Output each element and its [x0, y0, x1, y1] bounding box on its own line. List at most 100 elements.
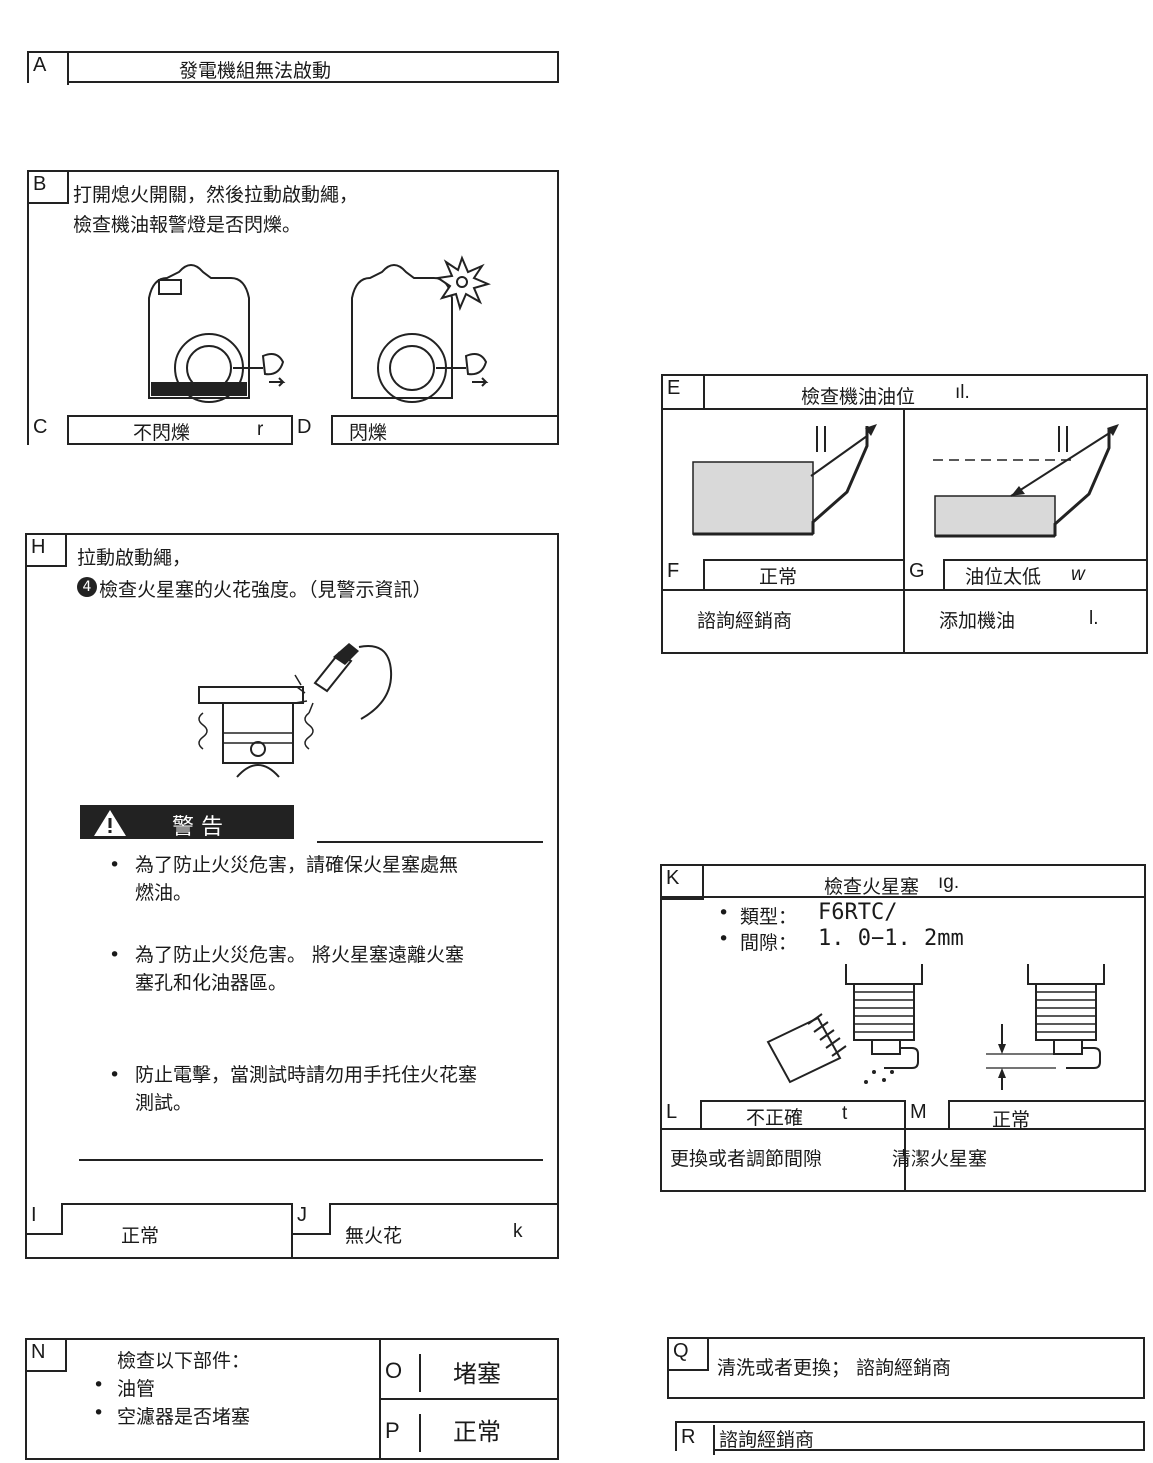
box-f: F 正常 — [663, 559, 903, 591]
spec2-value: 1. 0−1. 2mm — [818, 926, 964, 951]
oil-gauge-icon — [933, 424, 1119, 538]
warning-2-line2: 塞孔和化油器區。 — [135, 972, 288, 994]
label-p: P — [381, 1414, 421, 1452]
divider — [662, 1128, 1144, 1130]
box-c-text: 不閃爍 — [133, 422, 191, 444]
warning-2-line1: 為了防止火災危害。 將火星塞遠離火塞 — [135, 944, 465, 966]
box-p: P 正常 — [381, 1400, 557, 1458]
box-g-stray: w — [1071, 564, 1085, 585]
box-h: H 拉動啟動繩， 4 檢查火星塞的火花強度。（見警示資訊） 警 告 • 為了防止… — [25, 533, 559, 1259]
list-item: • 為了防止火災危害，請確保火星塞處無 燃油。 — [109, 851, 459, 907]
label-r: R — [677, 1425, 715, 1455]
warning-3-line2: 測試。 — [135, 1092, 193, 1114]
list-item: • 防止電擊，當測試時請勿用手托住火花塞 測試。 — [109, 1061, 478, 1117]
box-i-text: 正常 — [121, 1225, 160, 1247]
divider — [662, 896, 1144, 898]
divider — [663, 589, 1146, 591]
label-g: G — [905, 559, 945, 591]
spark-plug-icon — [986, 964, 1105, 1090]
label-a: A — [29, 53, 69, 85]
box-e-text: 檢查機油油位 — [801, 386, 916, 408]
warning-title: 警 告 — [172, 815, 223, 840]
spec2-label: 間隙： — [740, 932, 798, 954]
warning-1-line2: 燃油。 — [135, 882, 193, 904]
generator-icon — [148, 264, 286, 403]
label-d: D — [293, 415, 333, 445]
box-b-line2: 檢查機油報警燈是否閃爍。 — [73, 214, 302, 236]
warning-icon — [94, 810, 126, 836]
divider — [903, 408, 905, 652]
box-k: K 檢查火星塞 ıg. • 類型： F6RTC/ • 間隙： 1. 0−1. 2… — [660, 864, 1146, 1192]
box-f-action: 諮詢經銷商 — [697, 610, 793, 632]
box-m-action: 清潔火星塞 — [892, 1148, 988, 1170]
label-b: B — [29, 172, 69, 204]
box-l-stray: t — [842, 1103, 848, 1124]
box-a-text: 發電機組無法啟動 — [179, 60, 332, 82]
bullet-icon: • — [109, 944, 121, 966]
box-l: L 不正確 t — [662, 1100, 904, 1130]
box-c-stray: r — [257, 419, 264, 440]
box-l-text: 不正確 — [746, 1107, 804, 1129]
divider — [663, 559, 1146, 561]
label-n: N — [27, 1340, 67, 1372]
brush-icon — [766, 964, 923, 1084]
box-e-stray: ıl. — [955, 382, 970, 403]
box-n-item-2: 空濾器是否堵塞 — [117, 1406, 251, 1428]
box-g-stray2: l. — [1089, 608, 1099, 629]
box-m-text: 正常 — [992, 1109, 1031, 1131]
divider — [291, 415, 293, 443]
label-h: H — [27, 535, 67, 567]
divider — [379, 1398, 557, 1400]
warning-3-line1: 防止電擊，當測試時請勿用手托住火花塞 — [135, 1064, 478, 1086]
divider — [317, 841, 543, 843]
box-q-text: 清洗或者更換； 諮詢經銷商 — [717, 1357, 952, 1379]
generator-icon — [351, 255, 491, 403]
spark-plug-icon — [198, 643, 393, 778]
label-c: C — [29, 415, 69, 445]
box-g-action: 添加機油 — [939, 610, 1016, 632]
box-h-line2: 檢查火星塞的火花強度。（見警示資訊） — [99, 579, 432, 601]
box-c: C 不閃爍 r — [29, 415, 293, 445]
box-r-text: 諮詢經銷商 — [719, 1429, 815, 1451]
spec1-value: F6RTC/ — [818, 900, 898, 925]
bullet-icon: • — [109, 1064, 121, 1086]
box-f-text: 正常 — [759, 566, 798, 588]
box-n-item-1: 油管 — [117, 1378, 156, 1400]
box-d: D 閃爍 — [293, 415, 557, 445]
box-g-text: 油位太低 — [965, 566, 1042, 588]
box-h-badge: 4 — [77, 577, 97, 597]
box-k-stray: ıg. — [938, 872, 960, 893]
bullet-icon: • — [718, 902, 730, 924]
box-b-line1: 打開熄火開關，然後拉動啟動繩， — [73, 184, 359, 206]
label-f: F — [663, 559, 705, 591]
box-j-stray: k — [513, 1221, 523, 1242]
list-item: • 為了防止火災危害。 將火星塞遠離火塞 塞孔和化油器區。 — [109, 941, 465, 997]
label-l: L — [662, 1100, 702, 1130]
warning-banner: 警 告 — [80, 805, 294, 840]
box-a: A 發電機組無法啟動 — [27, 51, 559, 85]
box-r: R 諮詢經銷商 — [675, 1421, 1145, 1455]
box-p-text: 正常 — [453, 1418, 501, 1446]
box-l-action: 更換或者調節間隙 — [670, 1148, 823, 1170]
box-j-text: 無火花 — [345, 1225, 403, 1247]
label-q: Q — [669, 1339, 709, 1371]
box-b: B 打開熄火開關，然後拉動啟動繩， 檢查機油報警燈是否閃爍。 C 不閃爍 r D… — [27, 170, 559, 445]
bullet-icon: • — [93, 1402, 105, 1424]
spec1-label: 類型： — [740, 906, 798, 928]
box-m: M 正常 — [906, 1100, 1144, 1131]
bullet-icon: • — [109, 854, 121, 876]
divider — [904, 1100, 906, 1190]
label-o: O — [381, 1354, 421, 1392]
box-i: I 正常 — [27, 1203, 291, 1257]
label-e: E — [663, 376, 705, 410]
box-d-text: 閃爍 — [349, 422, 388, 444]
box-k-text: 檢查火星塞 — [824, 876, 920, 898]
label-k: K — [662, 866, 704, 900]
bullet-icon: • — [718, 928, 730, 950]
box-n-text: 檢查以下部件： — [117, 1350, 251, 1372]
warning-1-line1: 為了防止火災危害，請確保火星塞處無 — [135, 854, 459, 876]
divider — [79, 1159, 543, 1161]
box-o: O 堵塞 — [381, 1340, 557, 1398]
divider — [291, 1203, 293, 1257]
box-o-text: 堵塞 — [453, 1360, 501, 1388]
